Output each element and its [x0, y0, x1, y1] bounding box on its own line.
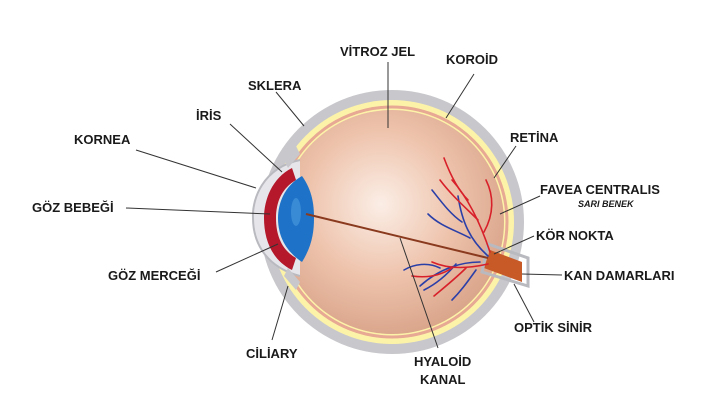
label-vitroz-jel: VİTROZ JEL — [340, 44, 416, 59]
label-hyaloid: HYALOİD — [414, 354, 472, 369]
label-kor-nokta: KÖR NOKTA — [536, 228, 614, 243]
lens-highlight — [291, 198, 301, 226]
label-kanal: KANAL — [420, 372, 466, 387]
optic-nerve-sheath — [480, 242, 530, 289]
label-sari-benek: SARI BENEK — [578, 199, 634, 209]
label-favea-centralis: FAVEA CENTRALIS — [540, 182, 660, 197]
label-koroid: KOROİD — [446, 52, 498, 67]
label-ciliary: CİLİARY — [246, 346, 298, 361]
ciliary-body — [284, 268, 300, 290]
iris-shape — [264, 168, 296, 270]
label-kornea: KORNEA — [74, 132, 131, 147]
label-sklera: SKLERA — [248, 78, 302, 93]
arteries — [411, 157, 493, 297]
label-kan-damarlari: KAN DAMARLARI — [564, 268, 675, 283]
label-retina: RETİNA — [510, 130, 559, 145]
label-goz-mercegi: GÖZ MERCEĞİ — [108, 268, 201, 283]
label-optik-sinir: OPTİK SİNİR — [514, 320, 593, 335]
label-goz-bebegi: GÖZ BEBEĞİ — [32, 200, 114, 215]
leader-lines — [125, 62, 563, 349]
ciliary-body-top — [284, 146, 300, 168]
optic-nerve — [484, 250, 522, 282]
label-iris: İRİS — [196, 108, 222, 123]
hyaloid-canal — [305, 213, 489, 259]
